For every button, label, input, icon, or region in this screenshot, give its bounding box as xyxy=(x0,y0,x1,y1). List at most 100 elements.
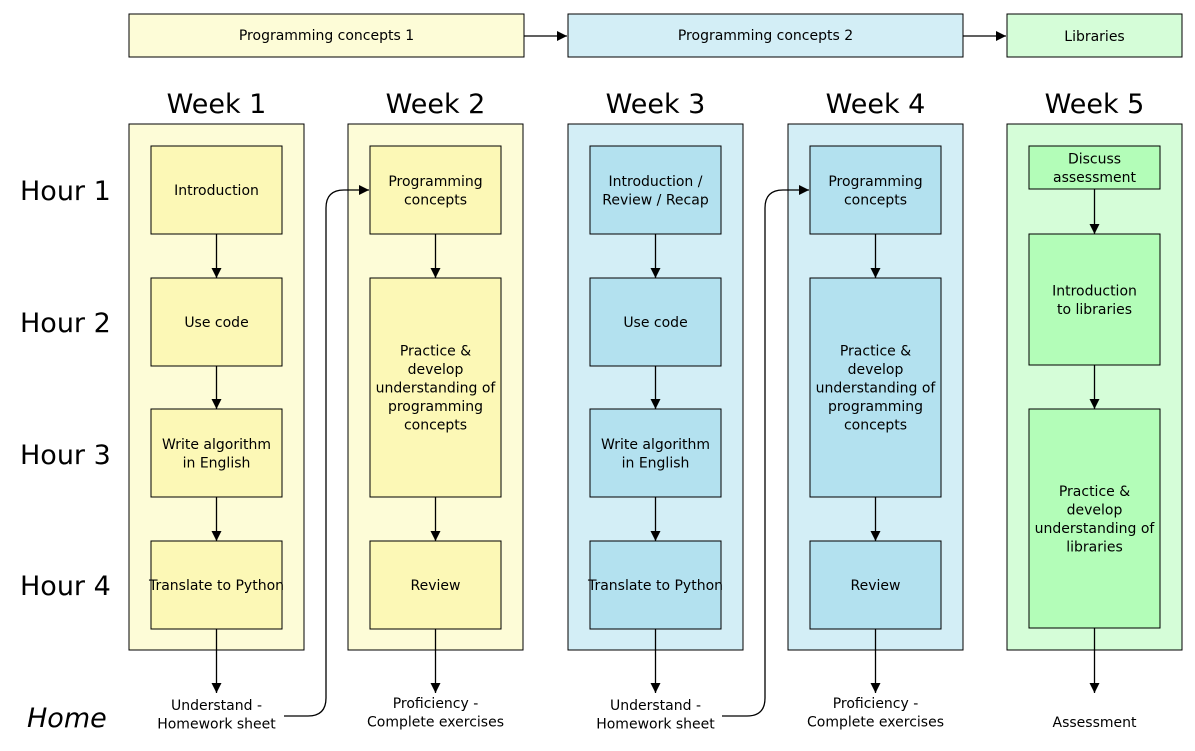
phase-label-1: Programming concepts 1 xyxy=(239,28,414,44)
week-4-activity-1: Programming concepts xyxy=(809,145,942,235)
activity-box xyxy=(1028,145,1161,190)
week-2-activity-3-line-1: Review xyxy=(411,578,461,594)
week-3-activity-1-line-2: Review / Recap xyxy=(602,192,709,208)
activity-box xyxy=(589,145,722,235)
week-2-activity-2-line-1: Practice & xyxy=(400,344,471,360)
week-2-title: Week 2 xyxy=(386,89,486,120)
outcome-line-1: Assessment xyxy=(1053,715,1137,731)
week-1-activity-3-line-2: in English xyxy=(183,455,251,471)
week-4-activity-3-line-1: Review xyxy=(851,578,901,594)
week-3-activity-2-line-1: Use code xyxy=(623,315,687,331)
week-1-activity-3: Write algorithm in English xyxy=(150,408,283,498)
week-5-outcome: Assessment xyxy=(1053,715,1137,731)
activity-box xyxy=(809,540,942,630)
week-4-activity-2-line-3: understanding of xyxy=(816,381,937,397)
activity-box xyxy=(369,277,502,498)
hour-label-2: Hour 2 xyxy=(20,308,111,339)
week-5-activity-3-line-2: develop xyxy=(1067,502,1123,518)
week-5-activity-2: Introduction to libraries xyxy=(1028,233,1161,366)
week-1-activity-3-line-1: Write algorithm xyxy=(162,437,271,453)
activity-box xyxy=(150,540,283,630)
phase-label-2: Programming concepts 2 xyxy=(678,28,853,44)
outcome-line-1: Proficiency - xyxy=(833,696,919,712)
week-3-activity-1: Introduction / Review / Recap xyxy=(589,145,722,235)
week-1-activity-1: Introduction xyxy=(150,145,283,235)
week-4-activity-1-line-2: concepts xyxy=(844,192,907,208)
week-2-activity-2-line-2: develop xyxy=(408,362,464,378)
week-1-activity-1-line-1: Introduction xyxy=(174,183,259,199)
week-1-activity-4: Translate to Python xyxy=(148,540,284,630)
outcome-line-1: Understand - xyxy=(610,698,701,714)
activity-box xyxy=(150,408,283,498)
week-5-activity-3-line-1: Practice & xyxy=(1059,484,1130,500)
phase-box-3 xyxy=(1006,13,1183,58)
activity-box xyxy=(809,277,942,498)
week-4-activity-2-line-4: programming xyxy=(828,399,923,415)
week-3-outcome: Understand - Homework sheet xyxy=(596,698,715,733)
week-5-title: Week 5 xyxy=(1045,89,1145,120)
activity-box xyxy=(809,145,942,235)
hour-label-4: Hour 4 xyxy=(20,571,111,602)
outcome-line-2: Homework sheet xyxy=(596,717,715,733)
outcome-line-1: Understand - xyxy=(171,698,262,714)
week-2-activity-1-line-1: Programming xyxy=(388,174,482,190)
activity-box xyxy=(369,145,502,235)
week-4-activity-2-line-5: concepts xyxy=(844,418,907,434)
week-4-activity-2: Practice & develop understanding of program… xyxy=(809,277,942,498)
week-1-activity-2-line-1: Use code xyxy=(184,315,248,331)
activity-box xyxy=(1028,408,1161,629)
homework-to-week-4-connector xyxy=(722,185,809,717)
week-4-activity-3: Review xyxy=(809,540,942,630)
week-3-activity-2: Use code xyxy=(589,277,722,367)
week-4-activity-2-line-2: develop xyxy=(848,362,904,378)
week-4-activity-2-line-1: Practice & xyxy=(840,344,911,360)
week-5-activity-3: Practice & develop understanding of librari… xyxy=(1028,408,1161,629)
week-2-activity-2-line-3: understanding of xyxy=(376,381,497,397)
week-3-activity-3-line-1: Write algorithm xyxy=(601,437,710,453)
week-1-outcome: Understand - Homework sheet xyxy=(157,698,276,733)
outcome-line-2: Complete exercises xyxy=(807,715,944,731)
week-5-activity-1-line-1: Discuss xyxy=(1068,151,1121,167)
hour-label-3: Hour 3 xyxy=(20,440,111,471)
homework-to-week-2-connector xyxy=(284,185,369,717)
activity-box xyxy=(369,540,502,630)
outcome-line-2: Complete exercises xyxy=(367,715,504,731)
phase-label-3: Libraries xyxy=(1064,29,1124,45)
activity-box xyxy=(1028,233,1161,366)
week-1-title: Week 1 xyxy=(167,89,267,120)
home-label: Home xyxy=(27,703,107,734)
week-3-activity-3-line-2: in English xyxy=(622,455,690,471)
week-5-activity-2-line-2: to libraries xyxy=(1057,302,1132,318)
week-3-activity-4: Translate to Python xyxy=(587,540,723,630)
activity-box xyxy=(589,277,722,367)
week-1-activity-2: Use code xyxy=(150,277,283,367)
week-3-activity-4-line-1: Translate to Python xyxy=(587,578,723,594)
activity-box xyxy=(589,408,722,498)
week-2-activity-2-line-5: concepts xyxy=(404,418,467,434)
outcome-line-1: Proficiency - xyxy=(393,696,479,712)
hour-labels: Hour 1 Hour 2 Hour 3 Hour 4 Home xyxy=(20,176,111,734)
phase-box-2 xyxy=(567,13,964,58)
week-5-activity-3-line-4: libraries xyxy=(1066,539,1123,555)
week-4-activity-1-line-1: Programming xyxy=(828,174,922,190)
week-4-title: Week 4 xyxy=(826,89,926,120)
week-2-activity-3: Review xyxy=(369,540,502,630)
week-5-activity-2-line-1: Introduction xyxy=(1052,283,1137,299)
week-3-activity-1-line-1: Introduction / xyxy=(609,174,703,190)
week-1-activity-4-line-1: Translate to Python xyxy=(148,578,284,594)
week-5-activity-3-line-3: understanding of xyxy=(1035,521,1156,537)
outcome-line-2: Homework sheet xyxy=(157,717,276,733)
week-2-activity-2-line-4: programming xyxy=(388,399,483,415)
phase-banner: Programming concepts 1 Programming conce… xyxy=(128,13,1183,58)
week-2-column: Week 2 Programming concepts Practice & devel… xyxy=(347,89,524,731)
week-2-outcome: Proficiency - Complete exercises xyxy=(367,696,504,731)
activity-box xyxy=(150,145,283,235)
week-2-activity-2: Practice & develop understanding of program… xyxy=(369,277,502,498)
